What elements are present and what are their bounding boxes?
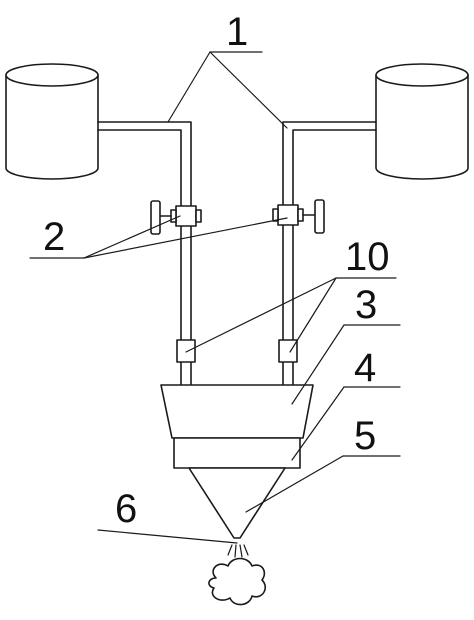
leader-label-5 <box>245 455 344 513</box>
left-tank <box>5 63 99 180</box>
left-pipe <box>97 121 192 386</box>
upper-hopper <box>160 384 314 439</box>
label-5: 5 <box>354 414 376 458</box>
right-valve <box>272 199 325 234</box>
left-connector <box>176 339 196 363</box>
band <box>173 437 301 469</box>
right-pipe <box>282 121 377 386</box>
right-tank <box>375 63 469 180</box>
label-6: 6 <box>115 487 137 531</box>
leader-label-4 <box>291 386 345 461</box>
label-4: 4 <box>354 346 376 390</box>
leader-label-1 <box>167 51 288 129</box>
label-10: 10 <box>345 235 390 279</box>
label-1: 1 <box>226 10 248 54</box>
leader-label-3 <box>291 324 345 405</box>
leader-label-2 <box>29 215 288 259</box>
label-2: 2 <box>43 215 65 259</box>
label-3: 3 <box>355 283 377 327</box>
nozzle-cone <box>188 467 286 539</box>
spray-lines <box>227 544 249 558</box>
leader-label-10 <box>185 277 397 353</box>
right-connector <box>278 339 298 363</box>
leader-label-6 <box>97 529 238 544</box>
spray-cloud <box>208 557 267 606</box>
